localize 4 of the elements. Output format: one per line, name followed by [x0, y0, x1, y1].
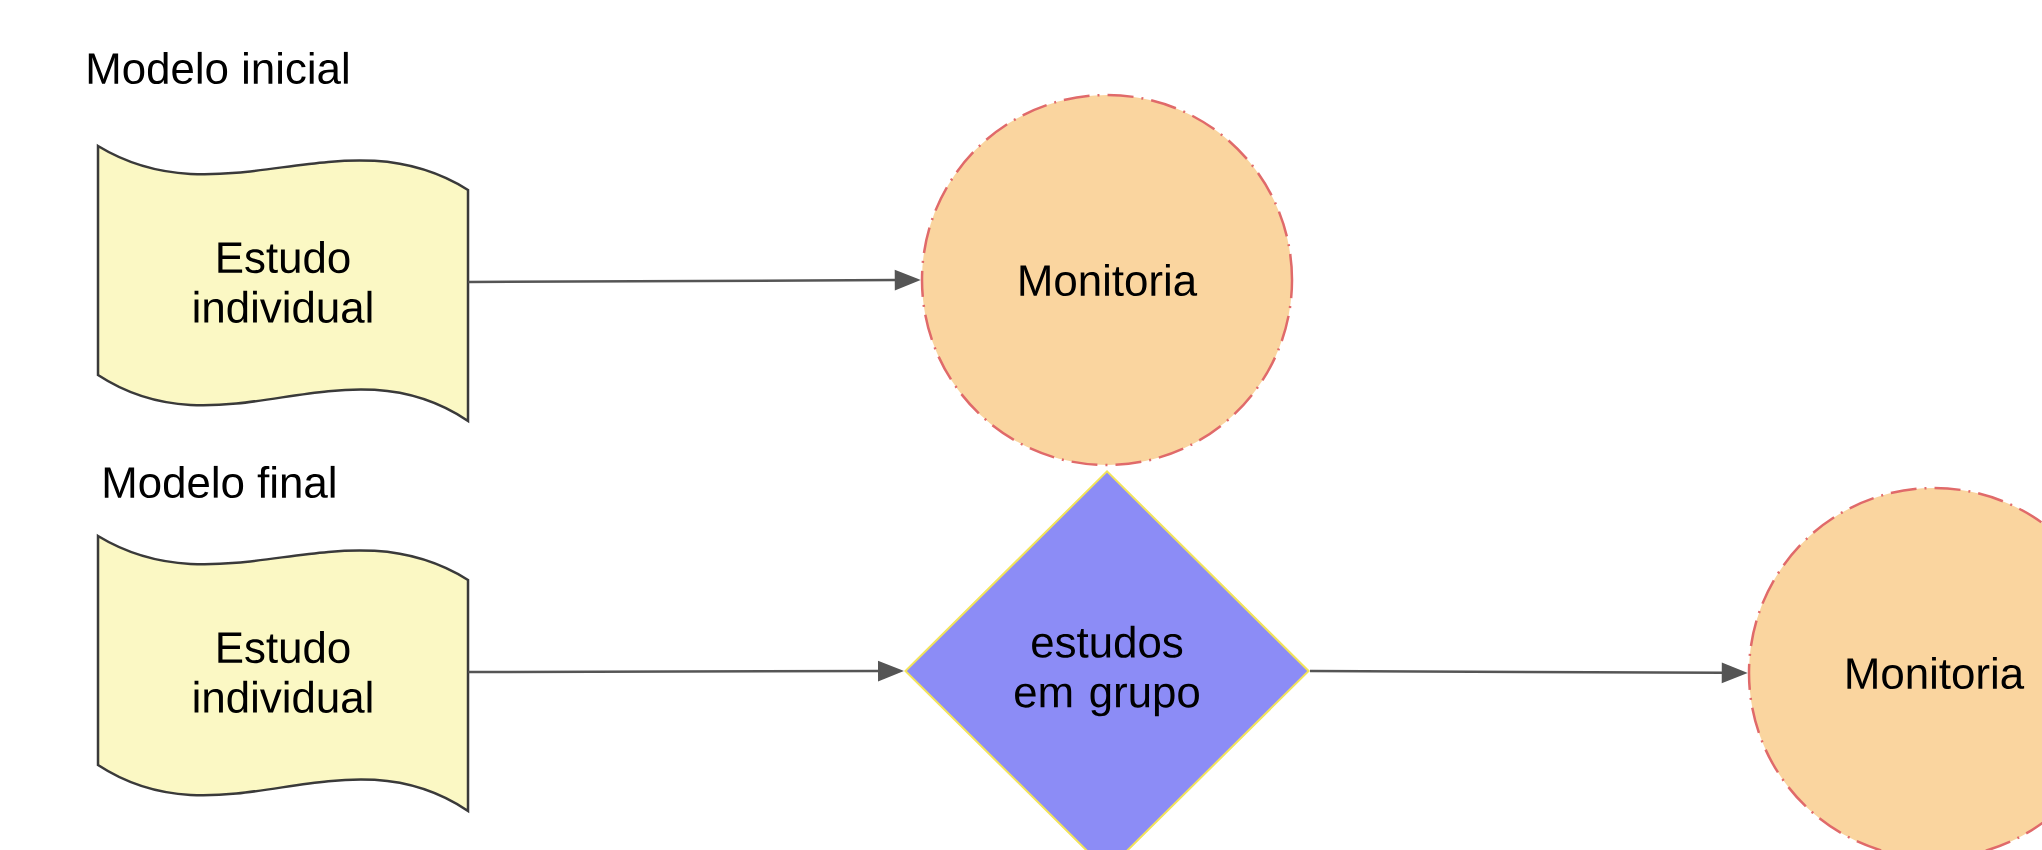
circle-node: Monitoria	[1747, 486, 2042, 850]
section-heading: Modelo final	[104, 465, 335, 499]
section-heading: Modelo inicial	[88, 51, 348, 85]
circle-node: Monitoria	[920, 93, 1294, 467]
